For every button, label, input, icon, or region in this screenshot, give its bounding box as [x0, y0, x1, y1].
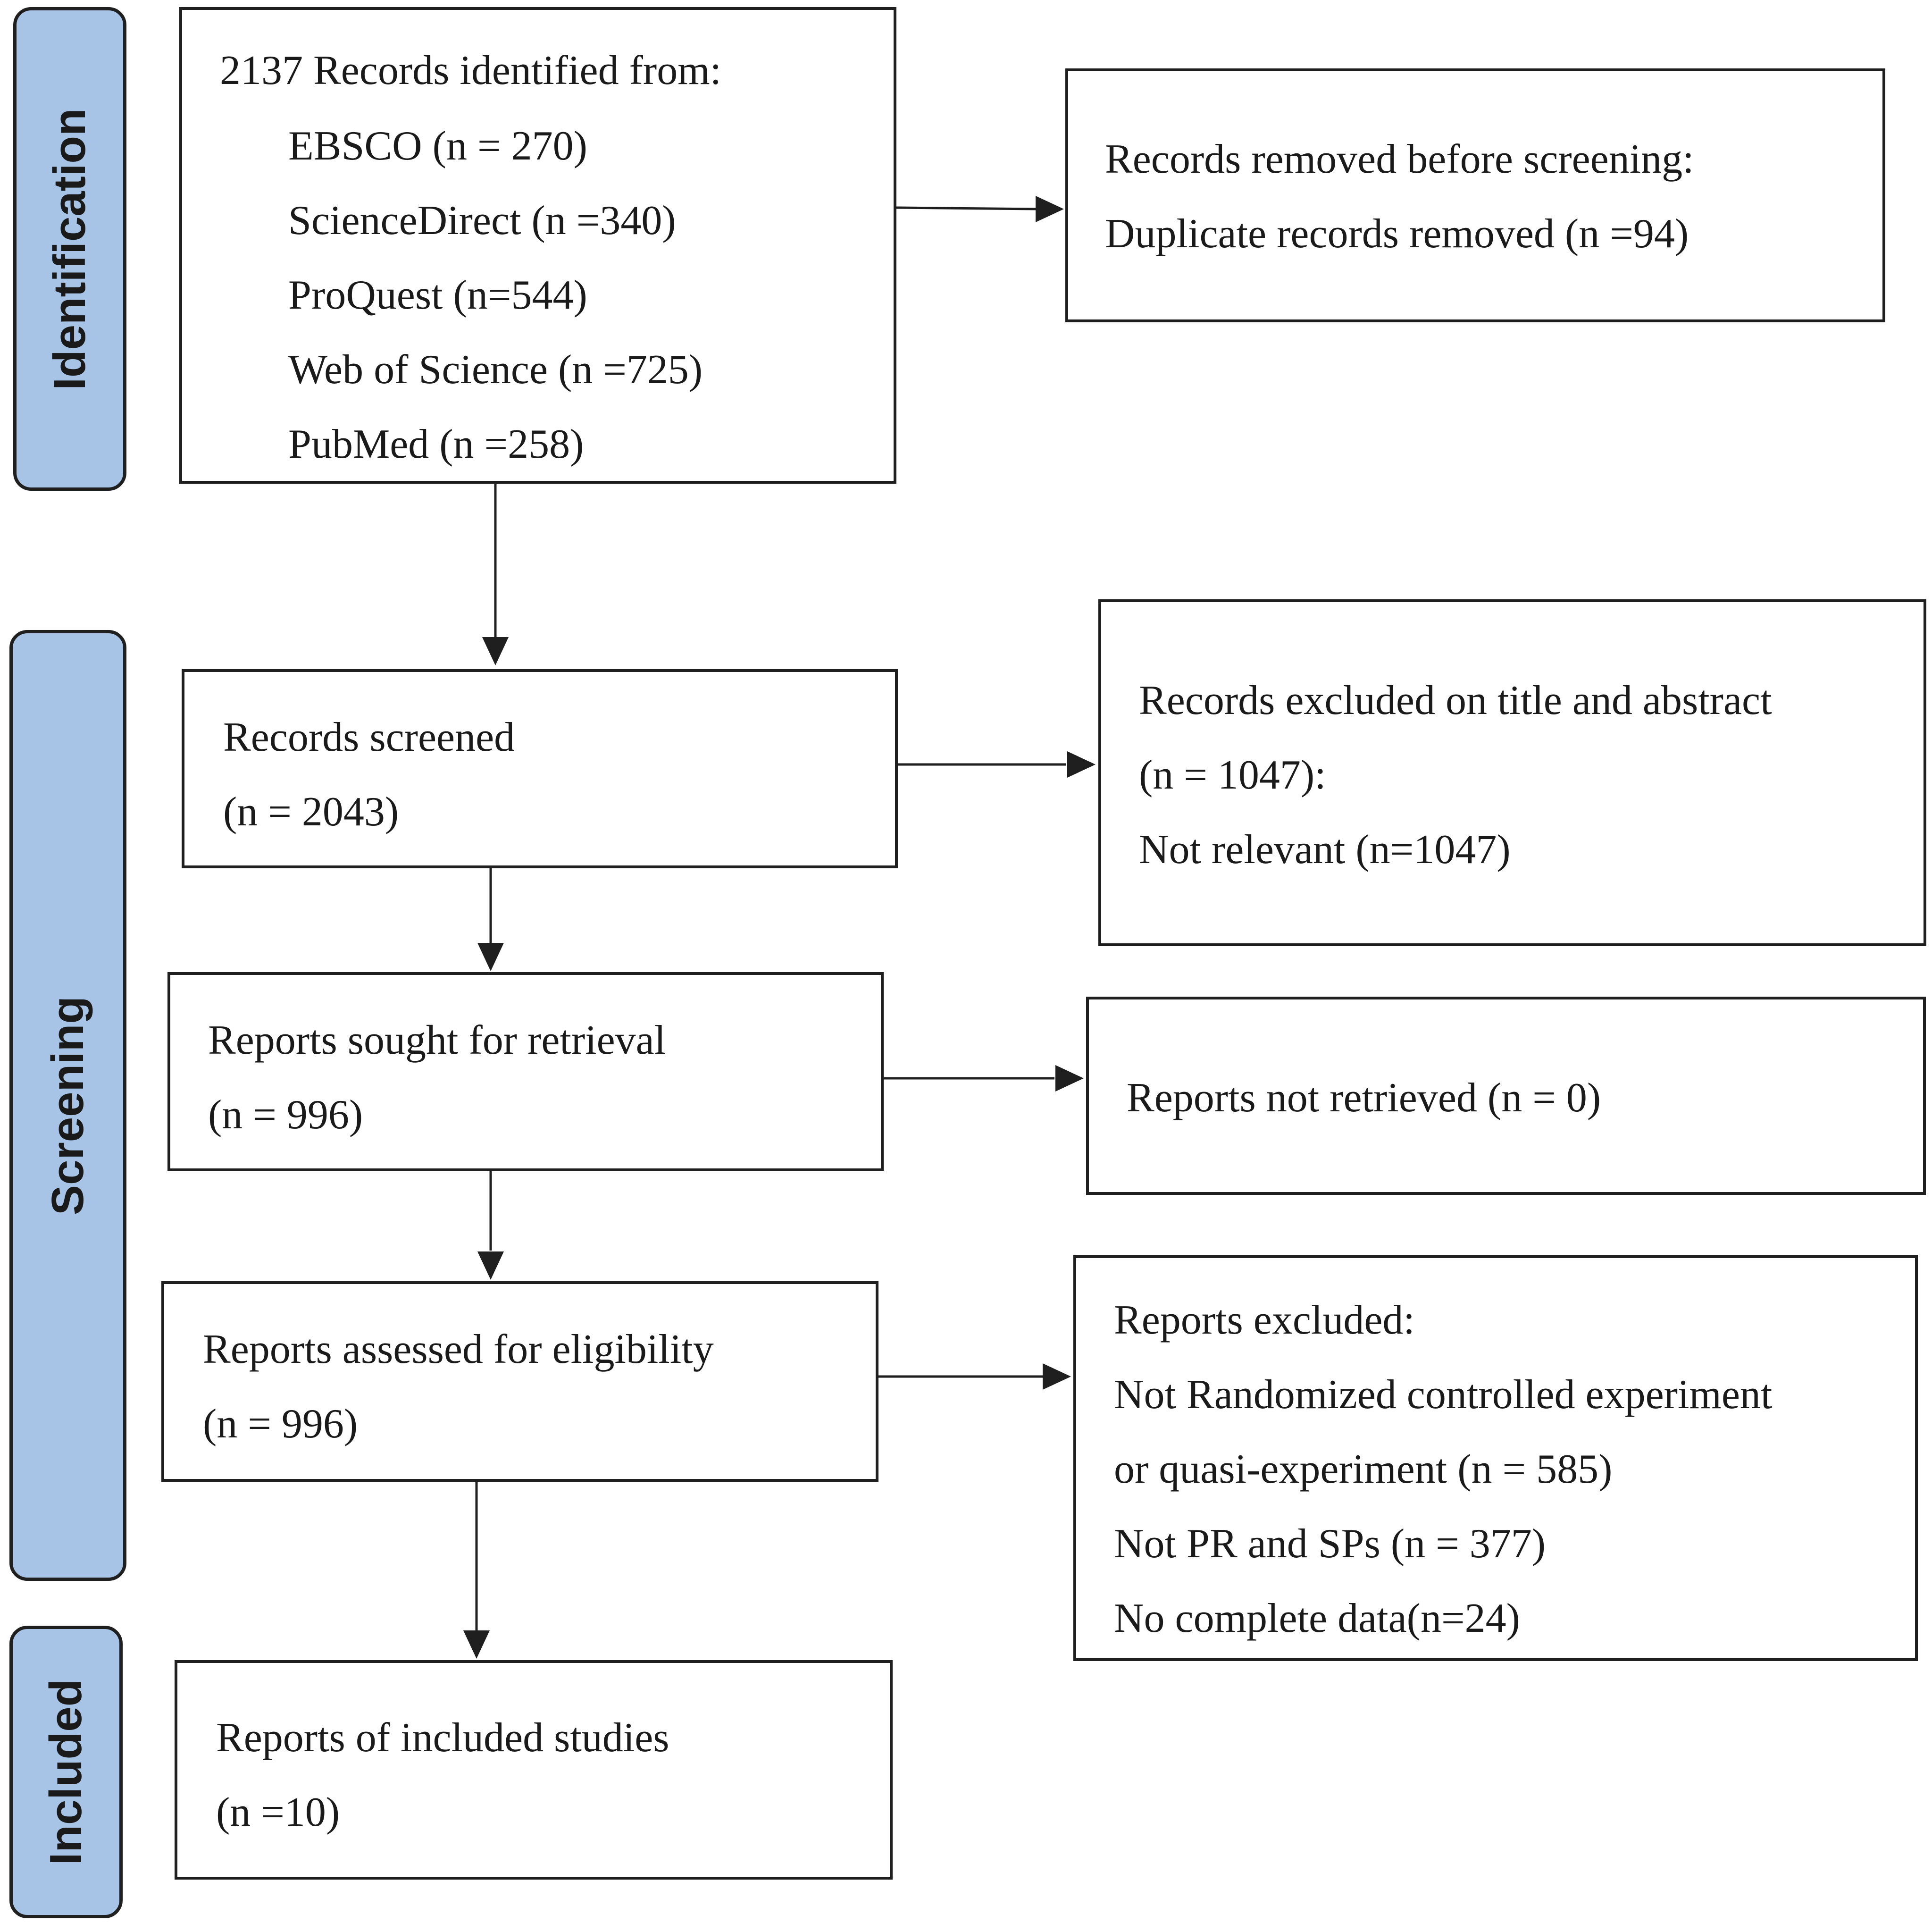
phase-included: Included [9, 1626, 123, 1918]
excluded-not-pr-sps: Not PR and SPs (n = 377) [1114, 1521, 1546, 1567]
source-ebsco: EBSCO (n = 270) [288, 123, 587, 169]
included-studies-count: (n =10) [216, 1789, 340, 1835]
phase-identification: Identification [13, 7, 126, 491]
records-screened-box: Records screened (n = 2043) [182, 669, 898, 868]
reports-assessed-box: Reports assessed for eligibility (n = 99… [161, 1281, 878, 1482]
reports-not-retrieved-box: Reports not retrieved (n = 0) [1086, 997, 1926, 1195]
arrowhead-screened [482, 637, 509, 665]
reports-sought-label: Reports sought for retrieval [208, 1017, 666, 1063]
arrowhead-reports-excluded [1043, 1363, 1071, 1390]
phase-screening: Screening [9, 630, 126, 1581]
source-proquest: ProQuest (n=544) [288, 272, 587, 318]
reports-assessed-label: Reports assessed for eligibility [203, 1327, 714, 1372]
records-screened-count: (n = 2043) [223, 789, 399, 835]
arrowhead-not-retrieved [1055, 1065, 1084, 1092]
source-pubmed: PubMed (n =258) [288, 421, 584, 467]
reports-excluded-box: Reports excluded: Not Randomized control… [1073, 1255, 1918, 1661]
reports-sought-box: Reports sought for retrieval (n = 996) [167, 972, 884, 1171]
records-excluded-label: Records excluded on title and abstract [1139, 678, 1772, 723]
records-excluded-box: Records excluded on title and abstract (… [1098, 599, 1926, 946]
source-sciencedirect: ScienceDirect (n =340) [288, 198, 676, 244]
records-excluded-total: (n = 1047): [1139, 752, 1326, 798]
records-removed-box: Records removed before screening: Duplic… [1065, 68, 1885, 322]
source-web-of-science: Web of Science (n =725) [288, 347, 703, 393]
arrowhead-sought [477, 943, 504, 971]
reports-sought-count: (n = 996) [208, 1092, 363, 1138]
arrow-identified-to-removed [896, 206, 1038, 210]
reports-not-retrieved-label: Reports not retrieved (n = 0) [1127, 1075, 1601, 1121]
included-studies-label: Reports of included studies [216, 1715, 669, 1761]
arrowhead-included [463, 1630, 490, 1659]
arrowhead-excluded [1067, 751, 1096, 778]
reports-excluded-label: Reports excluded: [1114, 1297, 1415, 1343]
records-screened-label: Records screened [223, 714, 515, 760]
records-removed-label: Records removed before screening: [1105, 136, 1694, 182]
excluded-not-rct: Not Randomized controlled experiment [1114, 1372, 1773, 1418]
duplicates-removed-count: Duplicate records removed (n =94) [1105, 211, 1689, 257]
included-studies-box: Reports of included studies (n =10) [175, 1660, 893, 1880]
excluded-no-complete-data: No complete data(n=24) [1114, 1596, 1520, 1641]
records-identified-title: 2137 Records identified from: [220, 48, 722, 93]
records-excluded-not-relevant: Not relevant (n=1047) [1139, 827, 1511, 873]
excluded-not-rct-cont: or quasi-experiment (n = 585) [1114, 1446, 1613, 1492]
arrowhead-removed [1036, 196, 1064, 222]
records-identified-box: 2137 Records identified from: EBSCO (n =… [179, 7, 896, 484]
arrowhead-assessed [477, 1251, 504, 1280]
reports-assessed-count: (n = 996) [203, 1401, 358, 1447]
